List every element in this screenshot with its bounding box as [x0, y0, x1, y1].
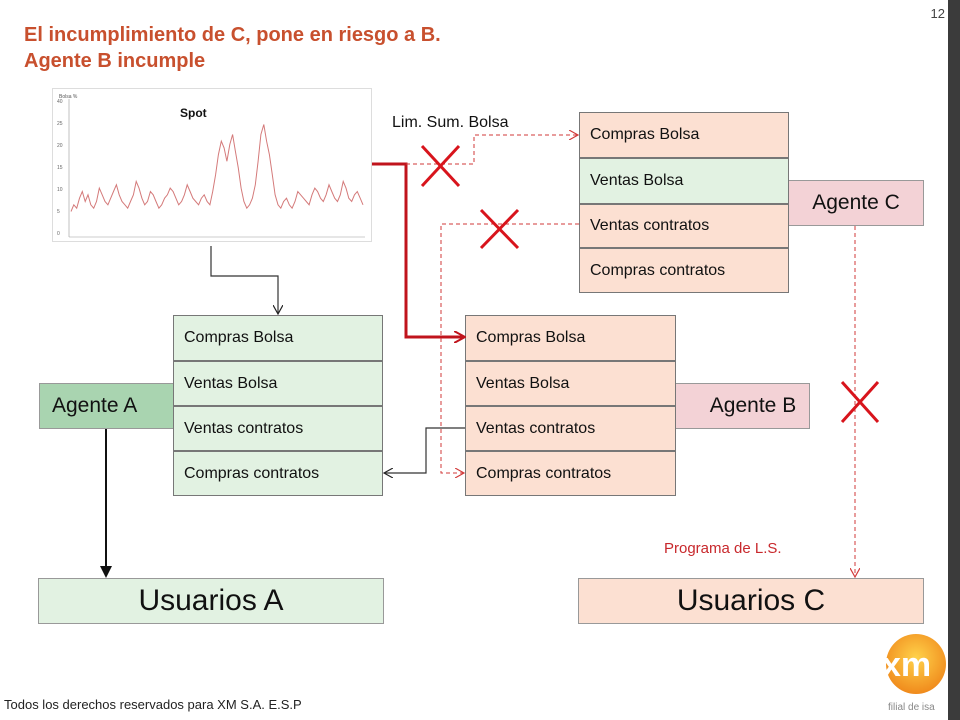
xm-logo: xm — [882, 634, 946, 694]
chart-y-ticks: 40 25 20 15 10 5 0 — [57, 99, 63, 237]
agente-a-compras-bolsa: Compras Bolsa — [173, 315, 383, 361]
lim-sum-bolsa-label: Lim. Sum. Bolsa — [392, 114, 509, 131]
chart-y-tick-label: 5 — [57, 209, 60, 215]
agente-c-compras-bolsa: Compras Bolsa — [579, 112, 789, 158]
c-contratos-to-b-dashed-arrow — [440, 223, 579, 473]
agente-b-ventas-bolsa: Ventas Bolsa — [465, 361, 676, 406]
title-line-2: Agente B incumple — [24, 50, 206, 72]
chart-y-tick-label: 10 — [57, 187, 63, 193]
agente-a-tag: Agente A — [39, 383, 195, 429]
lim-sum-bolsa-dashed-arrow — [406, 135, 577, 165]
agente-a-compras-contratos: Compras contratos — [173, 451, 383, 496]
programa-ls-label: Programa de L.S. — [664, 540, 782, 557]
spot-chart-svg: Bolsa % 40 25 20 15 10 5 0 — [57, 94, 365, 238]
b-contratos-to-a-arrow — [385, 427, 465, 473]
agente-b-compras-bolsa: Compras Bolsa — [465, 315, 676, 361]
agente-b-ventas-contratos: Ventas contratos — [465, 406, 676, 451]
spot-chart: Bolsa % 40 25 20 15 10 5 0 — [52, 88, 372, 242]
chart-y-tick-label: 15 — [57, 165, 63, 171]
usuarios-c-box: Usuarios C — [578, 578, 924, 624]
agente-a-ventas-bolsa: Ventas Bolsa — [173, 361, 383, 406]
agente-b-compras-contratos: Compras contratos — [465, 451, 676, 496]
logo-sun-icon — [886, 634, 946, 694]
logo-tagline: filial de isa — [888, 702, 935, 713]
agente-c-ventas-contratos: Ventas contratos — [579, 204, 789, 248]
title-line-1: El incumplimiento de C, pone en riesgo a… — [24, 24, 441, 46]
agente-c-ventas-bolsa: Ventas Bolsa — [579, 158, 789, 204]
footer-copyright: Todos los derechos reservados para XM S.… — [4, 697, 302, 712]
chart-to-agente-b-red-arrow — [372, 162, 463, 337]
agente-b-tag: Agente B — [656, 383, 810, 429]
x-mark-lim-sum — [420, 144, 461, 188]
chart-ylabel: Bolsa % — [59, 94, 78, 100]
slide-title: El incumplimiento de C, pone en riesgo a… — [24, 22, 441, 74]
agente-a-ventas-contratos: Ventas contratos — [173, 406, 383, 451]
chart-y-tick-label: 25 — [57, 121, 63, 127]
chart-y-tick-label: 20 — [57, 143, 63, 149]
logo-wordmark: xm — [882, 646, 931, 684]
agente-c-tag: Agente C — [768, 180, 924, 226]
chart-y-tick-label: 0 — [57, 231, 60, 237]
x-mark-contratos — [479, 208, 520, 250]
agente-c-compras-contratos: Compras contratos — [579, 248, 789, 293]
chart-title: Spot — [180, 106, 207, 120]
usuarios-a-box: Usuarios A — [38, 578, 384, 624]
chart-y-tick-label: 40 — [57, 99, 63, 105]
right-edge-band — [948, 0, 960, 720]
chart-to-agente-a-arrow — [210, 246, 278, 313]
slide-number: 12 — [930, 6, 945, 21]
x-mark-usuarios-c — [840, 380, 880, 424]
chart-series-line — [70, 124, 364, 212]
